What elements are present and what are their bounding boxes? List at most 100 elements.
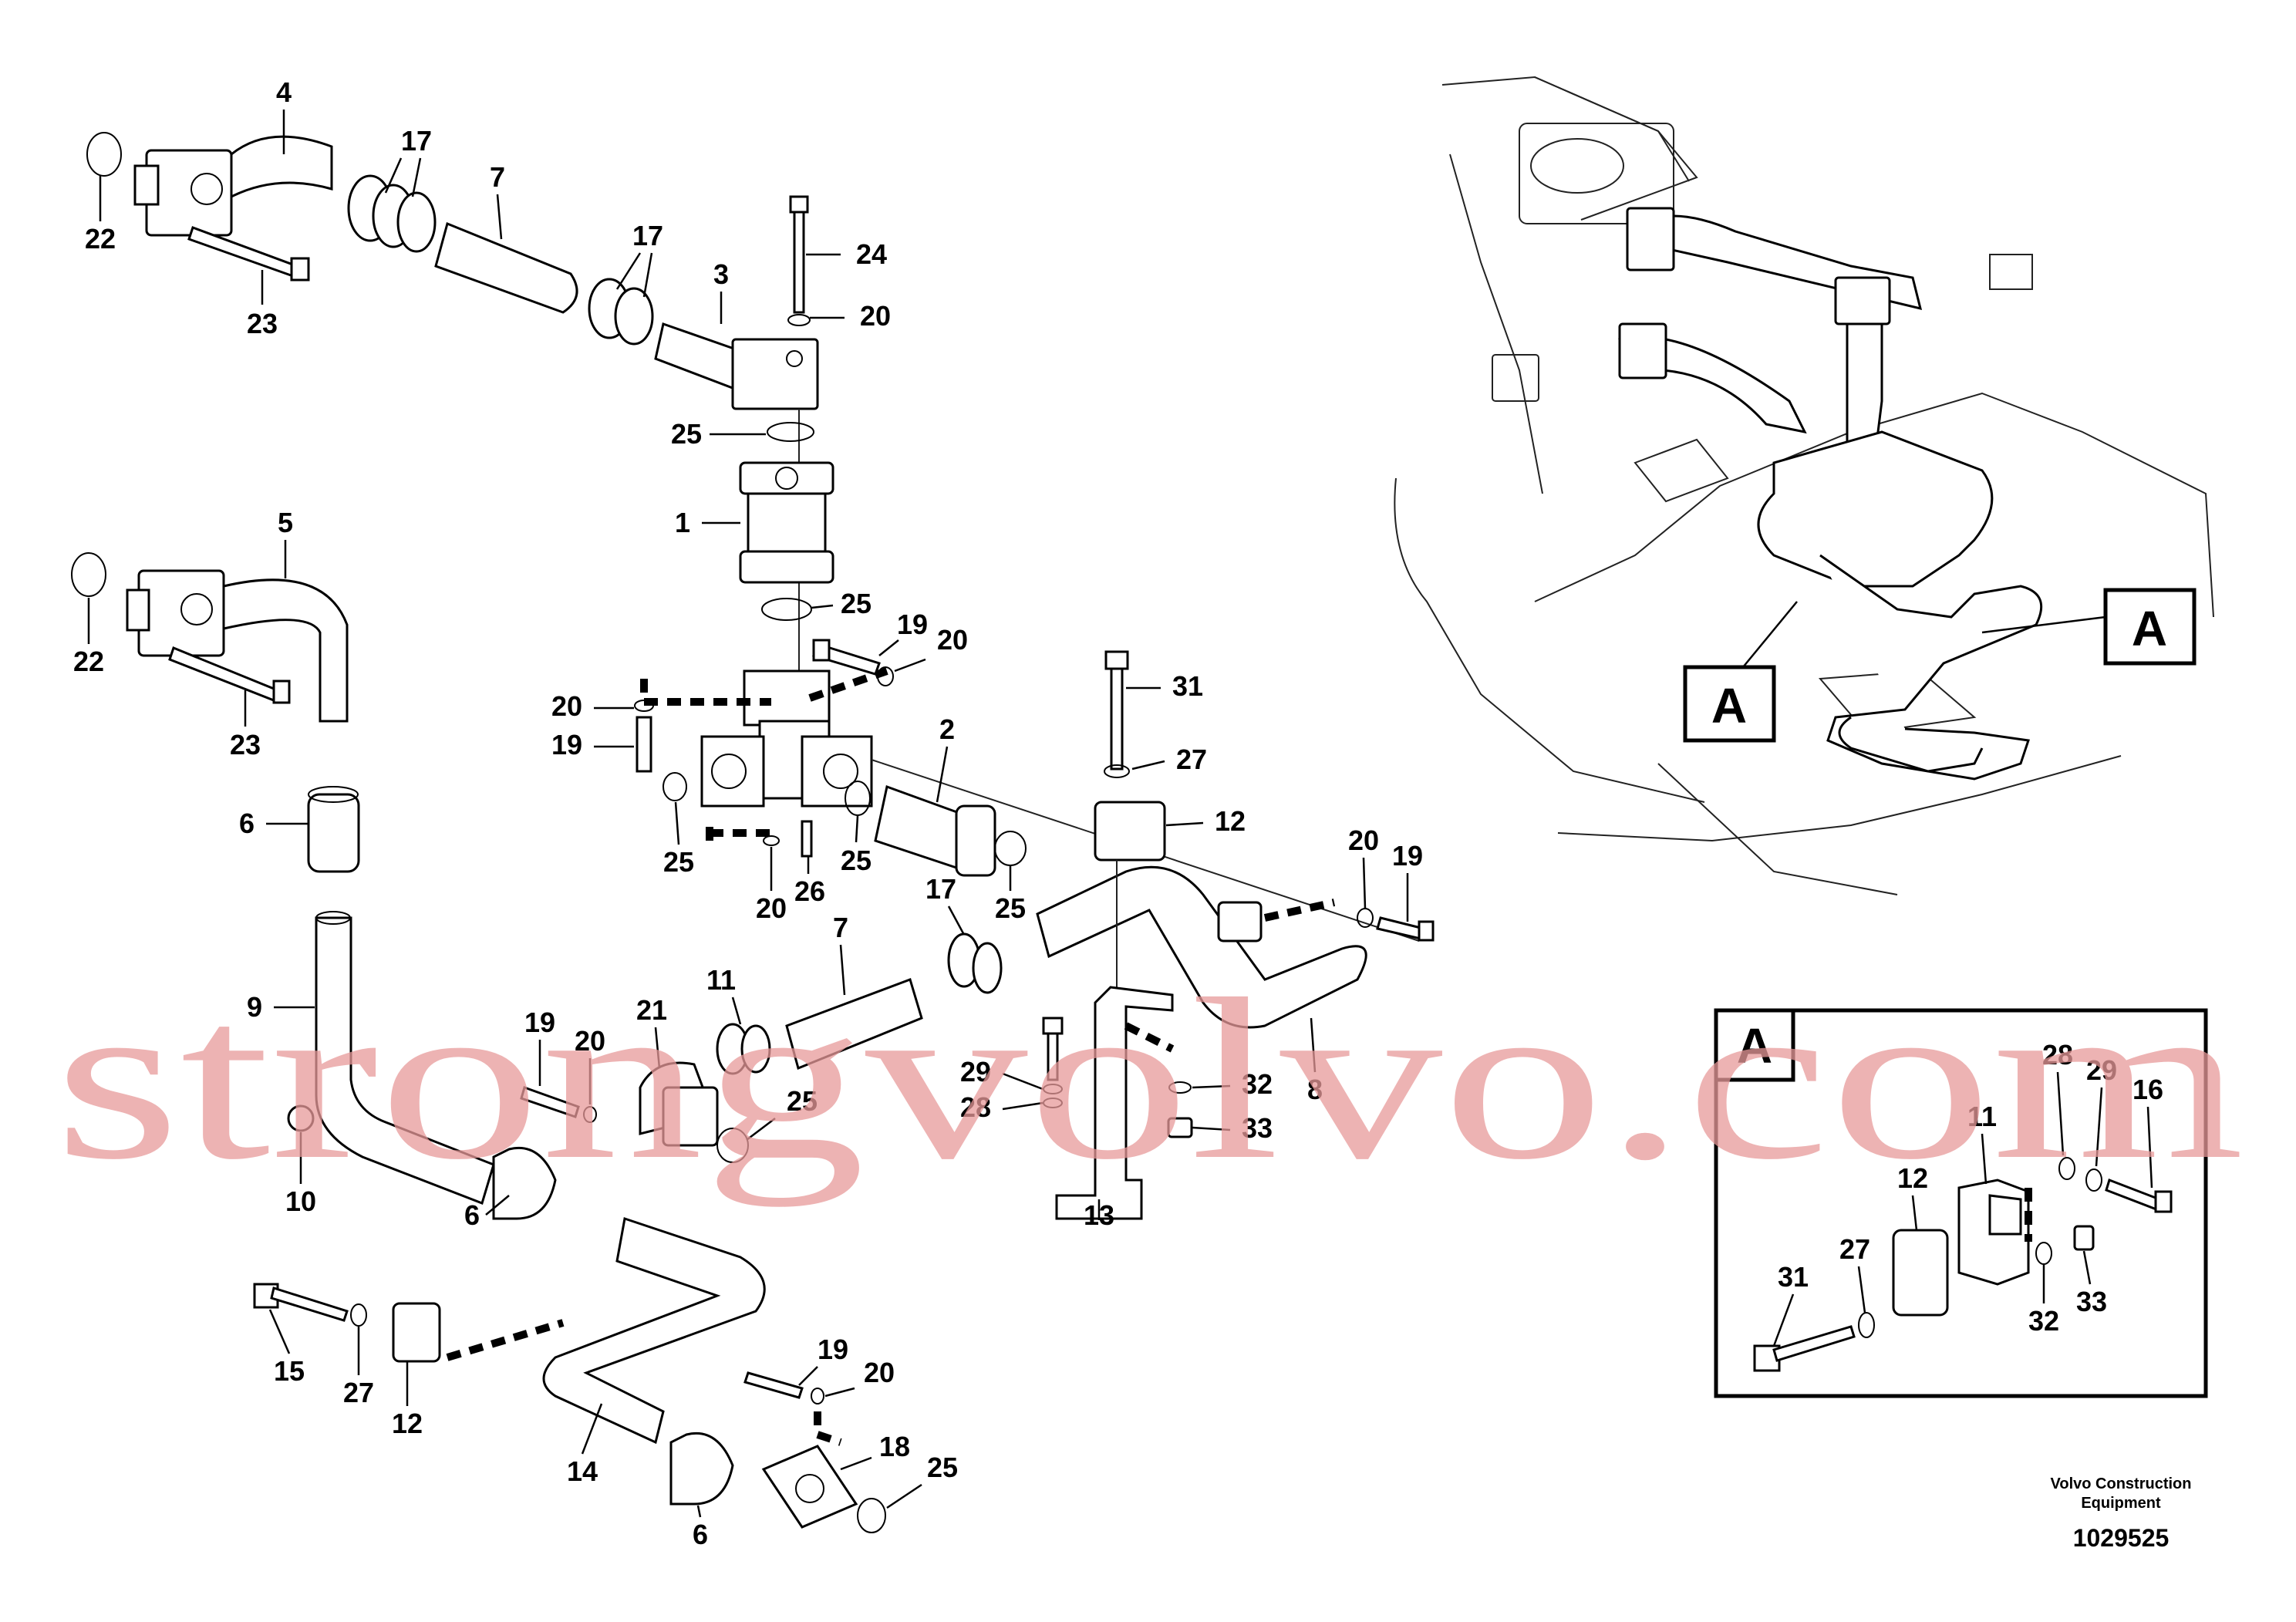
callout-33: 33 [1242,1112,1273,1144]
callout-4: 4 [276,76,292,108]
callout-17: 17 [925,873,956,905]
part-hose-7b [785,978,923,1071]
part-pipe-3 [654,322,819,410]
callout-18: 18 [879,1431,910,1462]
detail-washer-29 [2085,1168,2102,1192]
callout-3: 3 [713,258,729,290]
callout-7: 7 [490,161,505,193]
part-clamp-11 [716,1023,771,1075]
part-clip-12a [1094,801,1166,862]
detail-washer-27 [1858,1312,1875,1338]
part-clamp-17c [947,932,1003,994]
part-nut-10 [287,1104,315,1132]
part-bolt-31 [1104,650,1129,771]
callout-22: 22 [85,223,116,255]
part-washer-20d [763,835,780,846]
part-hose-coupler-6b [492,1146,557,1220]
detail-callout-32: 32 [2028,1305,2059,1337]
callout-7: 7 [833,912,848,943]
overview-ref-box-left: A [1683,601,1798,743]
part-screw-19b [636,716,652,773]
callout-8: 8 [1307,1074,1323,1105]
part-bolt-24 [789,195,809,314]
part-screw-19d [520,1086,580,1118]
part-elbow-21 [639,1061,719,1147]
callout-26: 26 [794,875,825,907]
callout-20: 20 [756,892,787,924]
detail-callout-31: 31 [1778,1261,1809,1293]
part-oring-22b [71,552,106,597]
company-name-line1: Volvo Construction [2051,1475,2192,1492]
part-hose-coupler-6c [669,1431,734,1506]
detail-washer-28 [2058,1157,2075,1180]
part-bolt-28-29 [1042,1017,1064,1108]
callout-11: 11 [706,964,736,996]
callout-25: 25 [841,588,872,619]
callout-20: 20 [551,690,582,722]
callout-19: 19 [818,1334,848,1365]
callout-25: 25 [927,1452,958,1483]
callout-5: 5 [278,507,293,538]
callout-9: 9 [247,991,262,1023]
part-pipe-8 [1036,865,1367,1029]
part-oring-25b [761,598,812,621]
detail-callout-12: 12 [1897,1162,1928,1194]
callout-19: 19 [551,729,582,760]
detail-callout-16: 16 [2132,1074,2163,1105]
overview-ref-label-left: A [1711,678,1747,733]
callout-19: 19 [524,1007,555,1038]
callout-23: 23 [230,729,261,760]
exploded-view [71,132,1435,1533]
part-block-4 [133,135,333,237]
detail-a-panel: A [1714,1008,2208,1398]
part-bracket-13 [1055,986,1174,1220]
callout-14: 14 [567,1455,598,1487]
part-washer-27a [1104,764,1130,778]
part-block-5 [126,569,349,723]
callout-20: 20 [1348,824,1379,856]
callout-25: 25 [841,845,872,876]
part-nut-33a [1167,1117,1193,1138]
part-clamp-17b [588,278,654,346]
callout-24: 24 [856,238,887,270]
watermark: strongvolvo.com [54,951,2244,1208]
part-oring-25d [845,781,871,816]
part-oring-25a [767,422,814,442]
part-washer-32a [1168,1081,1192,1094]
overview-ref-box-right: A [1981,588,2197,666]
overview-pipe-run [1618,207,2043,781]
part-washer-20g [811,1388,824,1404]
callout-27: 27 [343,1377,374,1408]
callout-6: 6 [239,808,255,839]
part-hose-7a [434,221,578,314]
callout-25: 25 [671,418,702,450]
part-tee-manifold [700,669,873,808]
part-hose-coupler-6a [307,786,360,873]
part-screw-23b [168,646,291,704]
part-washer-20c [634,700,654,712]
callout-20: 20 [860,300,891,332]
callout-29: 29 [960,1056,991,1088]
part-clip-12b [392,1302,441,1363]
detail-callout-28: 28 [2042,1039,2073,1071]
overview-ref-label-right: A [2132,601,2167,656]
callout-17: 17 [632,220,663,251]
callout-20: 20 [937,624,968,656]
footer: Volvo Construction Equipment 1029525 [2051,1475,2192,1552]
part-bolt-15 [253,1283,349,1322]
callout-25: 25 [787,1085,818,1117]
callout-1: 1 [675,507,690,538]
detail-clip-12 [1892,1229,1949,1317]
callout-23: 23 [247,308,278,339]
company-name-line2: Equipment [2081,1495,2161,1512]
part-oring-22a [86,132,122,177]
callout-25: 25 [663,846,694,878]
part-washer-20f [583,1106,597,1123]
detail-a-title: A [1737,1018,1772,1074]
callout-10: 10 [285,1185,316,1217]
detail-callout-33: 33 [2076,1286,2107,1317]
callout-19: 19 [897,609,928,640]
detail-bolt-31 [1753,1325,1856,1372]
part-clamp-17a [347,174,437,253]
document-number: 1029525 [2073,1524,2170,1552]
